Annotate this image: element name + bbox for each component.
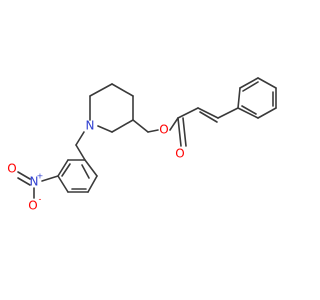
bond-9 (57, 159, 69, 177)
bond-25 (182, 117, 187, 147)
bond-16 (81, 164, 90, 179)
bond-26 (177, 107, 199, 119)
bond-2 (111, 83, 134, 97)
bond-28 (199, 111, 218, 123)
nitro-plus-charge: + (37, 172, 44, 181)
bond-21 (132, 119, 149, 133)
bonds (17, 77, 277, 199)
bond-32 (257, 77, 277, 89)
bond-1 (89, 83, 113, 97)
bond-5 (97, 125, 113, 133)
bond-30 (237, 87, 241, 109)
bond-27 (197, 107, 219, 119)
bond-7 (75, 144, 86, 161)
bond-12 (87, 175, 98, 193)
chemical-structure-canvas: N O O N + O - O (7, 77, 277, 213)
bond-22 (147, 129, 159, 133)
carbonyl-oxygen-label: O (175, 147, 184, 161)
bond-23 (169, 117, 179, 131)
bond-29 (217, 107, 239, 119)
atom-labels: N O O N + O - O (7, 119, 184, 213)
bond-19 (17, 177, 31, 186)
bond-18 (17, 171, 31, 180)
bond-24 (177, 117, 182, 147)
nitro-oxygen-double-label: O (7, 162, 16, 176)
bond-34 (257, 107, 277, 119)
nitro-nitrogen-label: N (30, 175, 39, 189)
bond-31 (239, 77, 259, 89)
bond-10 (57, 175, 69, 193)
nitro-oxygen-minus-label: O (28, 199, 37, 213)
ester-oxygen-label: O (159, 123, 168, 137)
nitrogen-ring-label: N (86, 119, 95, 133)
bond-38 (241, 105, 257, 115)
bond-4 (111, 119, 134, 133)
molecule-diagram: N O O N + O - O (7, 77, 277, 213)
nitro-minus-charge: - (39, 195, 42, 204)
bond-6 (75, 131, 85, 146)
bond-17 (41, 175, 59, 182)
bond-14 (61, 163, 71, 177)
bond-35 (237, 107, 259, 119)
bond-13 (84, 159, 98, 177)
bond-36 (242, 81, 259, 92)
